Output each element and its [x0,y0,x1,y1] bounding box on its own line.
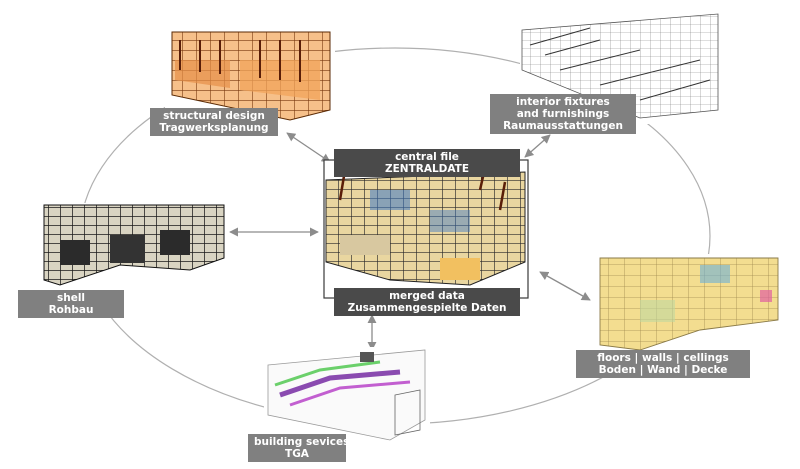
floors-label-de: Boden | Wand | Decke [598,364,728,376]
structural-label-en: structural design [163,110,265,122]
structural-label-de: Tragwerksplanung [159,122,269,134]
services-label-en: building sevices [254,436,350,448]
floors-label-en: floors | walls | cellings [597,352,729,364]
center-title-label: central file ZENTRALDATE [334,149,520,177]
shell-model-image [42,203,226,315]
center-bottom-de: Zusammengespielte Daten [347,302,507,314]
structural-label: structural design Tragwerksplanung [150,108,278,136]
floors-model-image [596,254,780,354]
interior-label-de: Raumausstattungen [503,120,623,132]
arrow-interior [524,134,551,158]
shell-label-en: shell [56,292,86,304]
shell-label: shell Rohbau [18,290,124,318]
services-label: building sevices TGA [248,434,350,462]
interior-label-en2: and furnishings [516,108,610,120]
arrow-floors [539,271,591,301]
center-title-en: central file [395,151,459,163]
arrow-structural [286,132,331,163]
shell-label-de: Rohbau [48,304,94,316]
center-bottom-en: merged data [389,290,465,302]
services-label-de: TGA [285,448,309,460]
center-title-de: ZENTRALDATE [385,163,469,175]
interior-label-en1: interior fixtures [516,96,610,108]
central-model-image [323,159,529,299]
floors-label: floors | walls | cellings Boden | Wand |… [576,350,750,378]
interior-label: interior fixtures and furnishings Raumau… [490,94,636,134]
center-bottom-label: merged data Zusammengespielte Daten [334,288,520,316]
services-model-image [264,347,430,447]
